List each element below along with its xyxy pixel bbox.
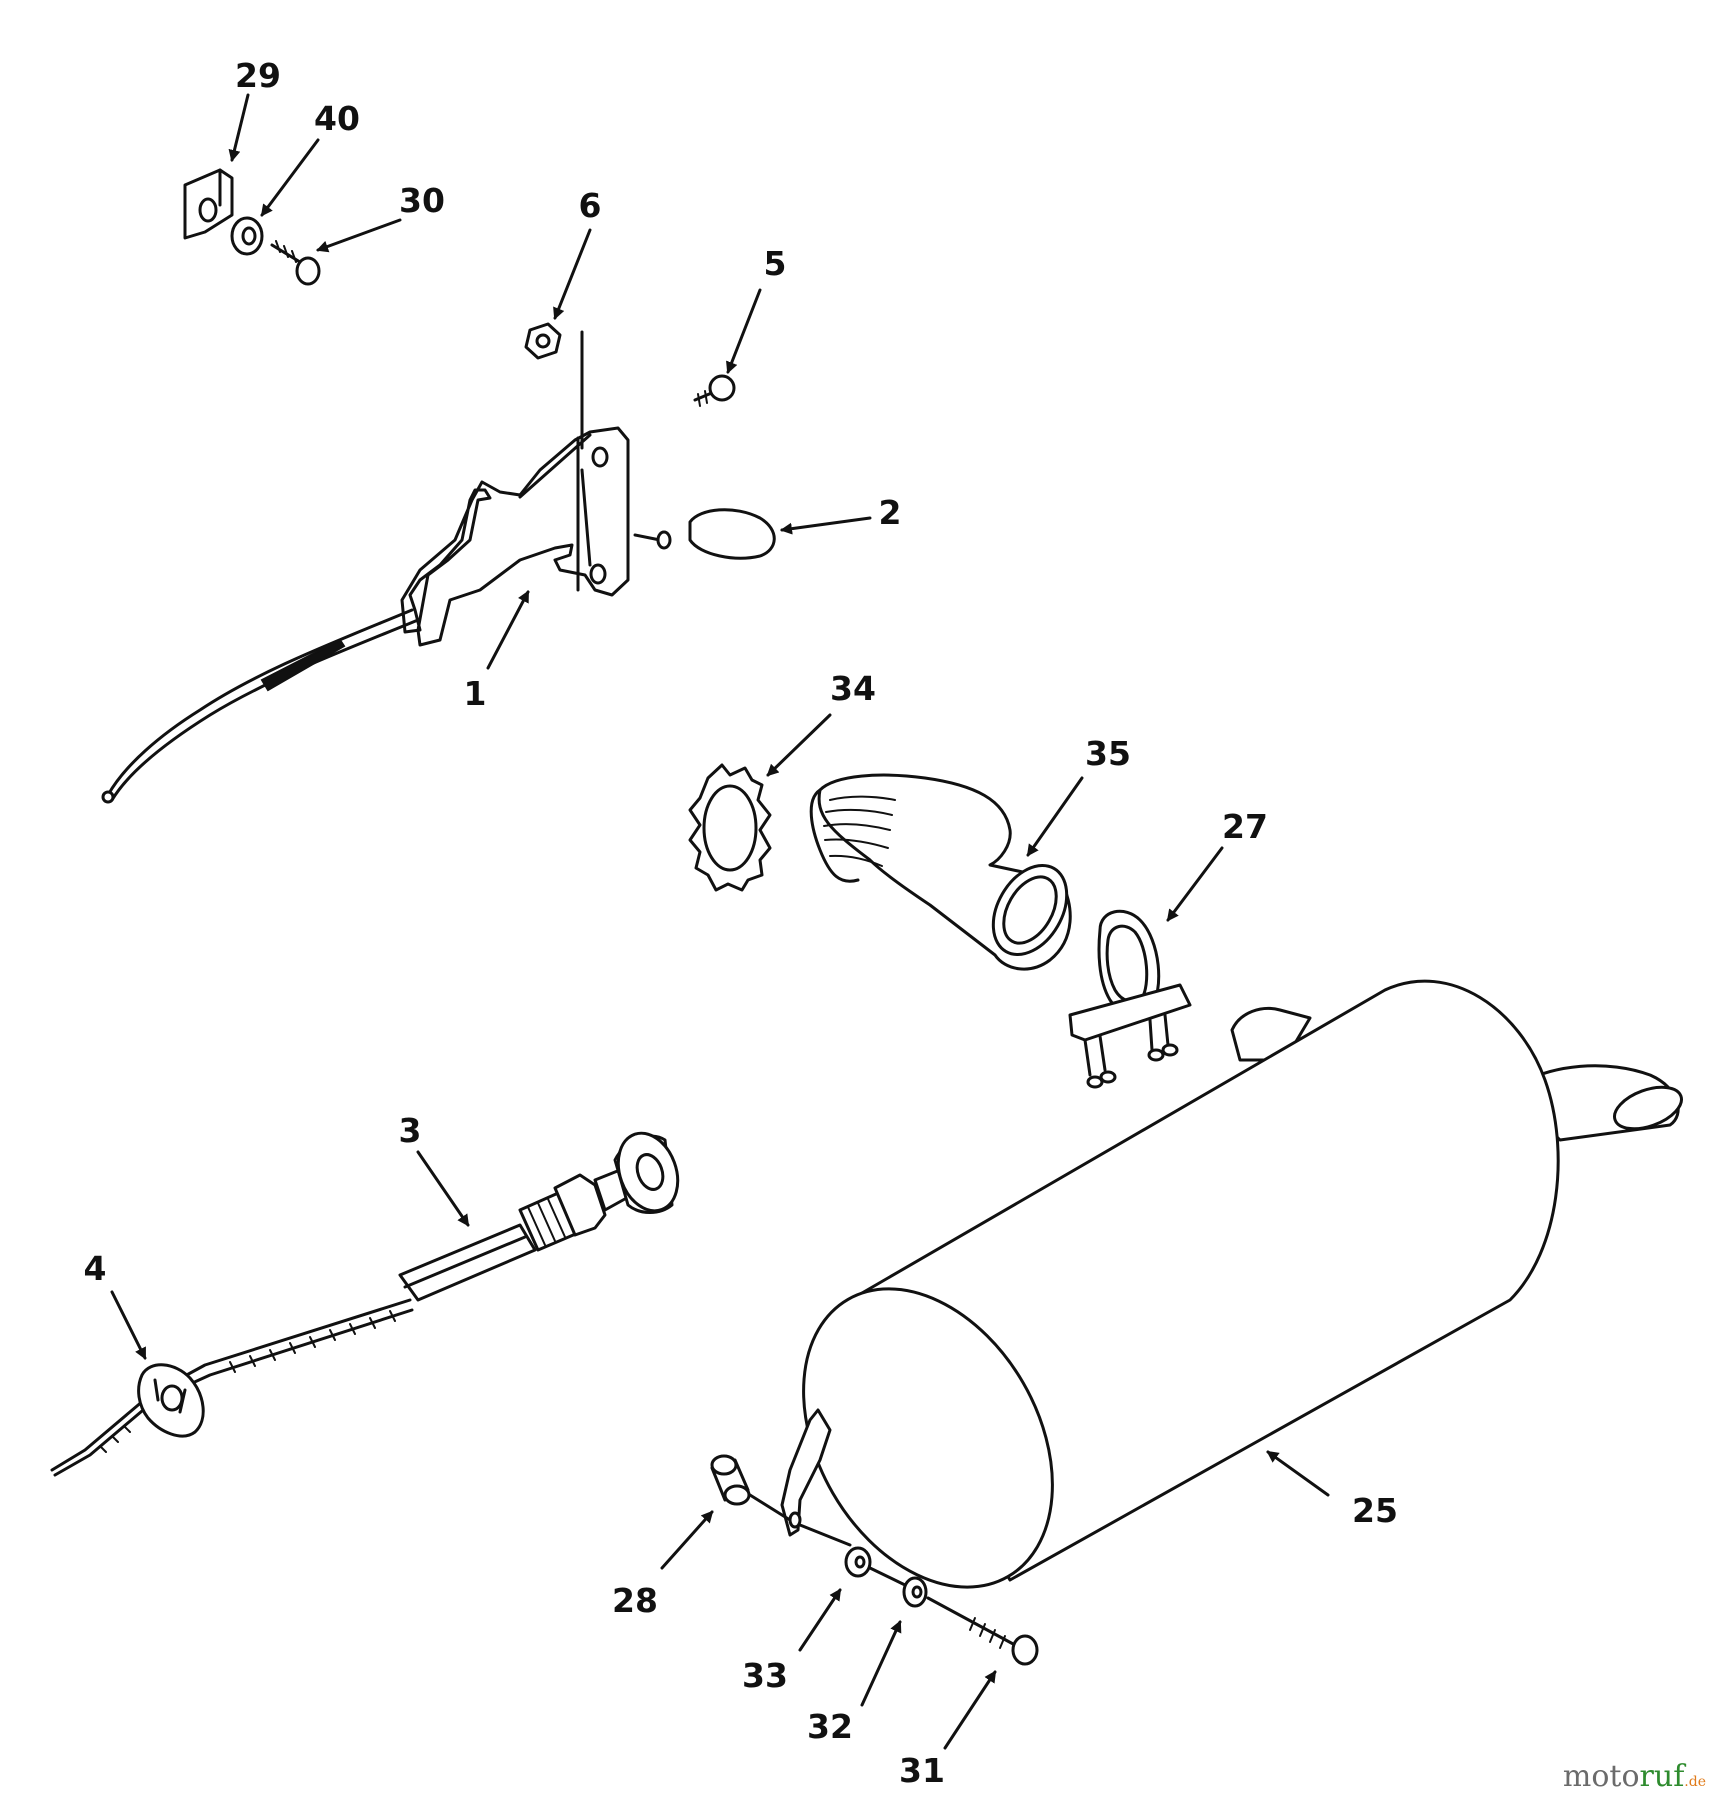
choke-control-part-3 (50, 1131, 680, 1477)
leader-4 (110, 1290, 147, 1360)
callout-32: 32 (807, 1707, 853, 1746)
grommet-part-2 (688, 508, 776, 560)
callout-27: 27 (1222, 807, 1268, 846)
callout-29: 29 (235, 56, 281, 95)
leader-5 (726, 288, 762, 374)
leader-30 (316, 218, 402, 253)
callout-28: 28 (612, 1581, 658, 1620)
leader-3 (416, 1150, 470, 1227)
callout-40: 40 (314, 99, 360, 138)
leader-32 (860, 1620, 902, 1707)
callout-25: 25 (1352, 1491, 1398, 1530)
leader-34 (766, 713, 832, 777)
callout-3: 3 (399, 1111, 422, 1150)
bolt-part-31 (926, 1596, 1039, 1666)
leader-2 (780, 516, 872, 535)
callout-35: 35 (1085, 734, 1131, 773)
mounting-nut-part-4 (137, 1363, 205, 1438)
callout-2: 2 (879, 493, 902, 532)
callout-labels: 29 40 30 6 5 2 1 34 35 27 3 4 25 28 33 3… (84, 56, 1398, 1790)
callout-4: 4 (84, 1249, 107, 1288)
callout-6: 6 (579, 186, 602, 225)
lockwasher-part-32 (868, 1566, 928, 1608)
leader-28 (660, 1510, 714, 1570)
screw-part-30 (270, 240, 321, 286)
bracket-part-1 (400, 330, 672, 647)
leader-arrows (110, 93, 1330, 1750)
callout-31: 31 (899, 1751, 945, 1790)
leader-27 (1166, 846, 1224, 922)
leader-1 (486, 590, 530, 670)
leader-31 (943, 1670, 997, 1750)
callout-1: 1 (464, 674, 487, 713)
clip-part-29 (183, 168, 234, 240)
watermark-logo: motoruf.de (1562, 1759, 1706, 1794)
washer-part-33 (798, 1523, 872, 1578)
muffler-part-25 (780, 979, 1683, 1589)
callout-34: 34 (830, 669, 876, 708)
callout-5: 5 (764, 244, 787, 283)
leader-6 (553, 228, 592, 320)
spacer-part-28 (710, 1454, 792, 1522)
leader-25 (1266, 1450, 1330, 1497)
leader-35 (1026, 776, 1084, 857)
lockwasher-part-34 (688, 763, 772, 892)
elbow-pipe-part-35 (809, 773, 1072, 971)
nut-part-6 (524, 322, 562, 360)
callout-33: 33 (742, 1656, 788, 1695)
leader-29 (228, 93, 250, 162)
screw-part-5 (693, 374, 736, 407)
leader-33 (798, 1588, 842, 1652)
callout-30: 30 (399, 181, 445, 220)
u-clamp-part-27 (1068, 909, 1192, 1089)
washer-part-40 (230, 216, 264, 256)
throttle-cable (101, 608, 420, 804)
leader-40 (260, 138, 320, 217)
